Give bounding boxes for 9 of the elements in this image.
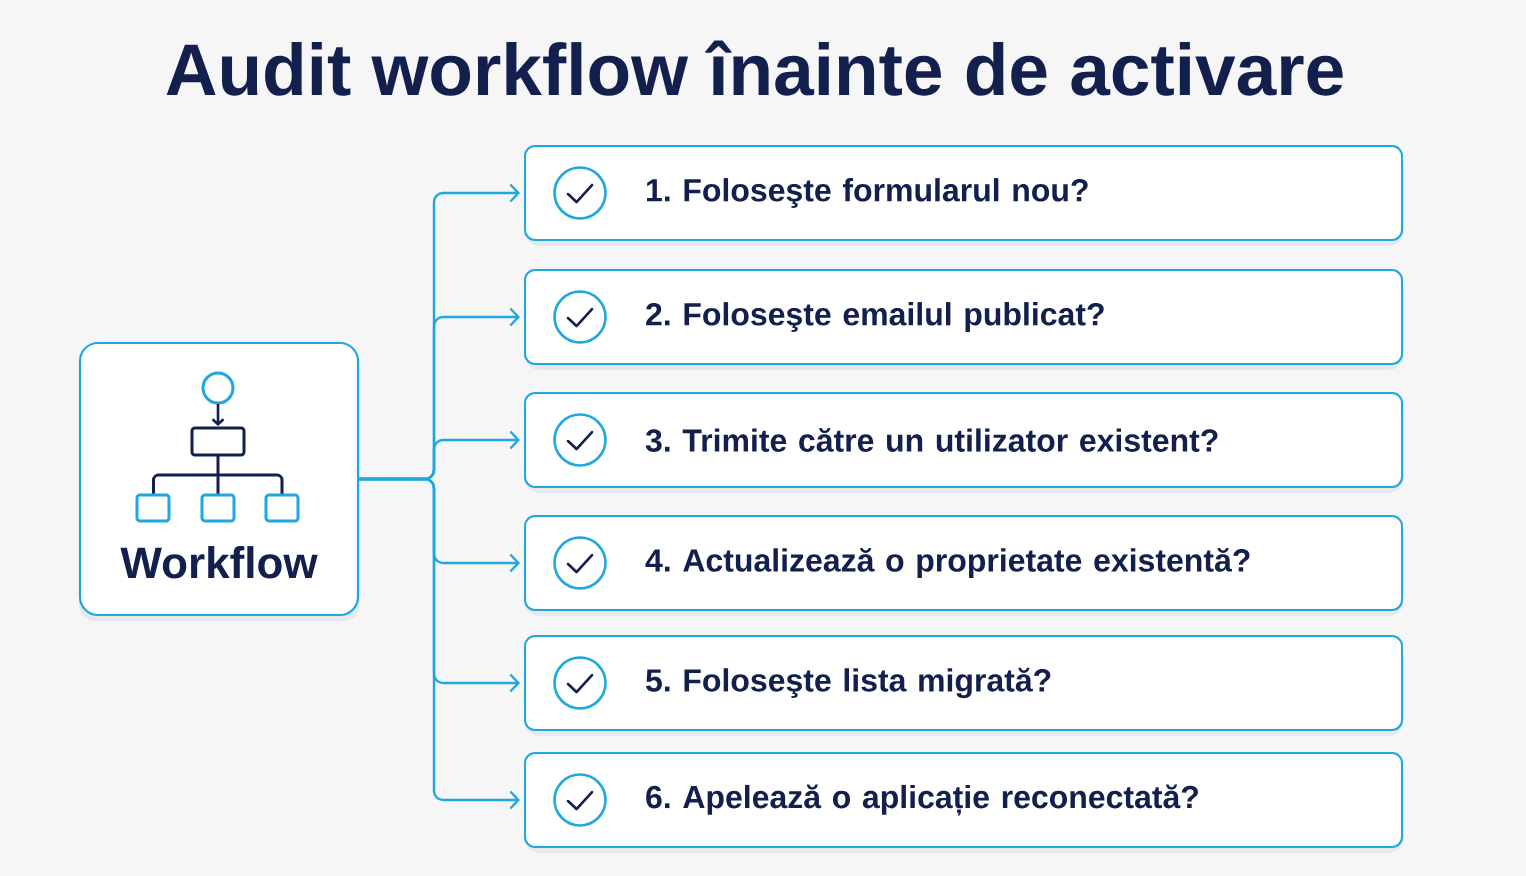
checklist-box: 3. Trimite către un utilizator existent? xyxy=(524,392,1404,493)
title: Audit workflow înainte de activare xyxy=(166,40,1343,96)
checklist-box: 4. Actualizează o proprietate existentă? xyxy=(524,515,1404,616)
checklist-box: 2. Foloseşte emailul publicat? xyxy=(524,269,1404,370)
checklist-box: 5. Foloseşte lista migrată? xyxy=(524,635,1404,736)
workflow-box: Workflow xyxy=(78,341,360,621)
arrow xyxy=(359,477,520,810)
checklist-box: 6. Apelează o aplicație reconectată? xyxy=(524,752,1404,853)
checklist-box: 1. Foloseşte formularul nou? xyxy=(524,145,1404,246)
